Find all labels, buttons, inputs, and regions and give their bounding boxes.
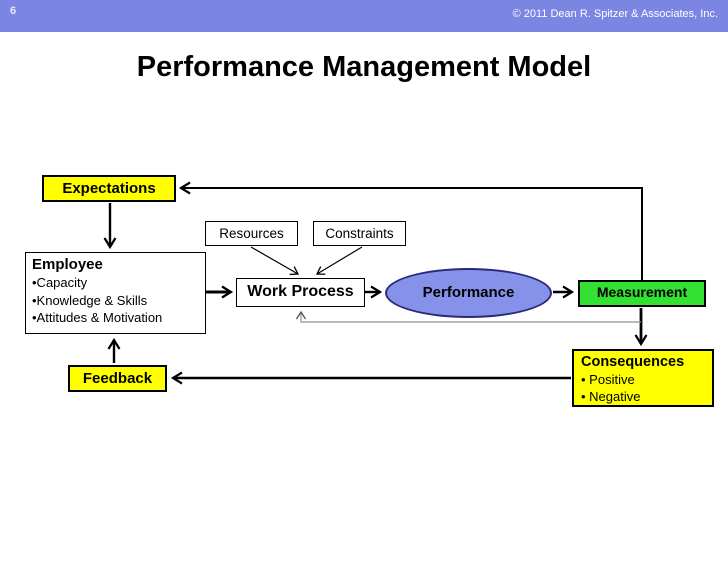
employee-bullet-attitudes-motivation: •Attitudes & Motivation (32, 310, 163, 325)
node-employee: Employee •Capacity •Knowledge & Skills •… (25, 252, 206, 334)
measurement-label: Measurement (596, 284, 688, 300)
employee-bullet-capacity: •Capacity (32, 275, 88, 290)
work-process-label: Work Process (247, 283, 354, 300)
feedback-label: Feedback (82, 370, 153, 387)
node-resources: Resources (205, 221, 298, 246)
node-performance-ellipse: Performance (385, 268, 552, 318)
consequences-bullet-negative: • Negative (581, 389, 641, 404)
arrow-constraints-to-work-process (315, 246, 363, 275)
node-work-process: Work Process (236, 278, 365, 307)
node-measurement: Measurement (578, 280, 706, 307)
copyright-text: © 2011 Dean R. Spitzer & Associates, Inc… (512, 8, 718, 20)
employee-bullet-knowledge-skills: •Knowledge & Skills (32, 292, 148, 308)
expectations-label: Expectations (62, 180, 156, 197)
node-consequences: Consequences • Positive • Negative (572, 349, 714, 407)
page-number: 6 (10, 5, 17, 17)
consequences-bullet-positive: • Positive (581, 372, 635, 387)
node-constraints: Constraints (313, 221, 406, 246)
node-expectations: Expectations (42, 175, 176, 202)
slide-title: Performance Management Model (136, 51, 592, 83)
employee-title: Employee (32, 256, 103, 273)
resources-label: Resources (219, 226, 284, 241)
slide-header-bar: 6 © 2011 Dean R. Spitzer & Associates, I… (0, 0, 728, 32)
constraints-label: Constraints (325, 226, 394, 241)
arrow-resources-to-work-process (250, 246, 300, 276)
consequences-title: Consequences (581, 354, 685, 370)
performance-label: Performance (422, 284, 515, 301)
node-feedback: Feedback (68, 365, 167, 392)
